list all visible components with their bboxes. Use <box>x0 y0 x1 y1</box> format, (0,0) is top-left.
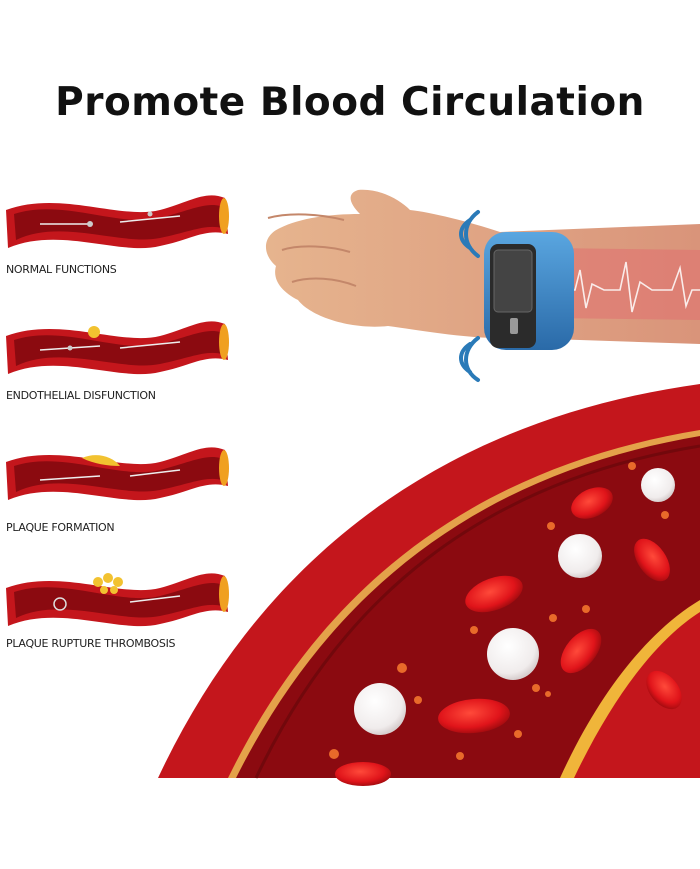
artery-closeup <box>158 384 700 786</box>
page-title: Promote Blood Circulation <box>55 80 645 125</box>
bracelet-icon <box>484 232 574 350</box>
stage-label-normal: NORMAL FUNCTIONS <box>6 263 117 276</box>
stage-label-plaque: PLAQUE FORMATION <box>6 521 115 534</box>
plaque-vessel-icon <box>6 447 229 501</box>
endothelial-vessel-icon <box>6 321 229 375</box>
thrombosis-vessel-icon <box>6 573 229 627</box>
normal-vessel-icon <box>6 195 229 249</box>
stage-label-thrombosis: PLAQUE RUPTURE THROMBOSIS <box>6 637 176 650</box>
arm-with-bracelet <box>265 189 700 382</box>
stage-label-endothelial: ENDOTHELIAL DISFUNCTION <box>6 389 156 402</box>
